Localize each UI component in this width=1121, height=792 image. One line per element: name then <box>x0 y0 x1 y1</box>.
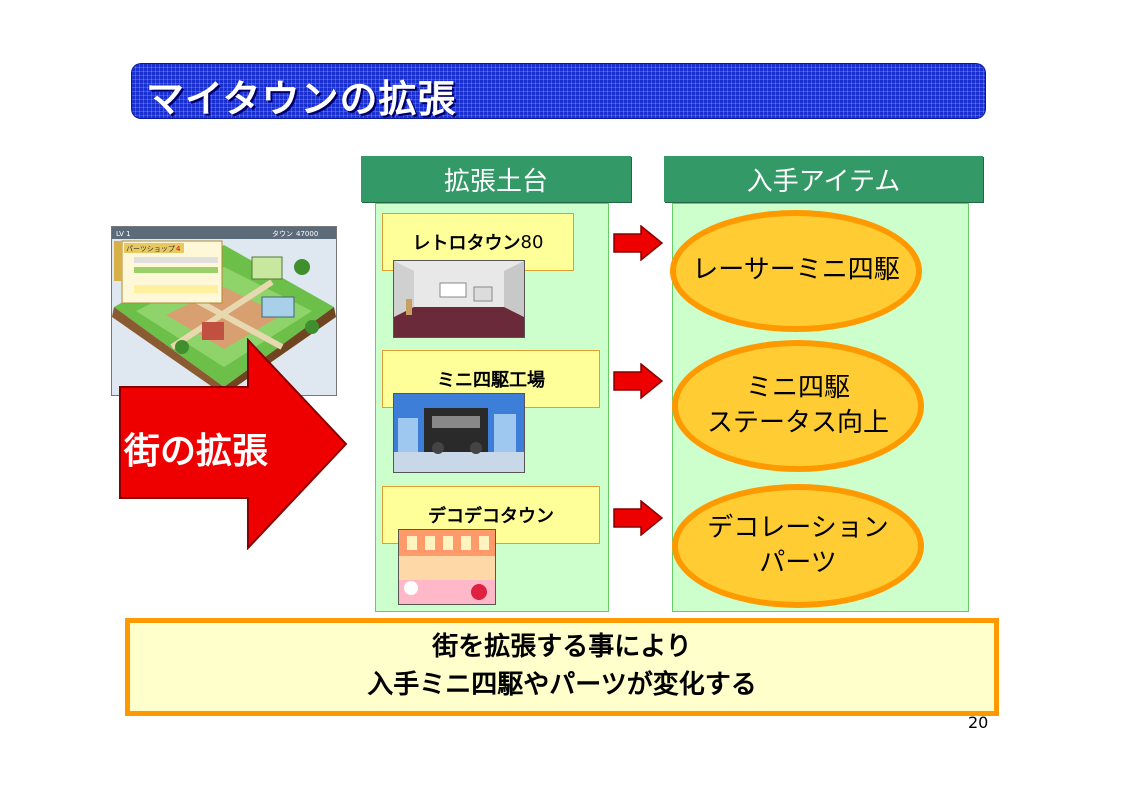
item-text-line2: パーツ <box>759 548 837 578</box>
gold-readout: 47000 <box>296 230 318 238</box>
base-label-text: レトロタウン <box>412 233 521 254</box>
item-text-line1: ミニ四駆 <box>745 372 850 403</box>
shop-level: 4 <box>176 245 181 253</box>
item-oval-decoration: デコレーション パーツ <box>672 484 924 608</box>
item-oval-status-up: ミニ四駆 ステータス向上 <box>672 340 924 472</box>
item-column-header: 入手アイテム <box>664 156 983 202</box>
title-bar <box>131 63 986 119</box>
summary-line-2: 入手ミニ四駆やパーツが変化する <box>367 670 757 700</box>
item-text-line2: ステータス向上 <box>706 408 889 438</box>
expansion-arrow-label: 街の拡張 <box>124 431 269 472</box>
page-number: 20 <box>968 713 989 732</box>
summary-box: 街を拡張する事により 入手ミニ四駆やパーツが変化する <box>125 618 999 716</box>
item-oval-racer: レーサーミニ四駆 <box>670 210 922 332</box>
town-tab: タウン <box>272 229 293 238</box>
base-column-header: 拡張土台 <box>361 156 631 202</box>
item-text-line1: レーサーミニ四駆 <box>692 255 900 286</box>
base-label-suffix: 80 <box>520 231 544 253</box>
slide-title: マイタウンの拡張 <box>146 77 457 121</box>
shop-title: パーツショップ <box>126 245 175 253</box>
item-text-line1: デコレーション <box>707 512 889 543</box>
town-scene-image: LV 1 47000 タウン パーツショップ 4 <box>112 227 336 395</box>
summary-line-1: 街を拡張する事により <box>432 632 692 663</box>
row1-arrow-icon <box>613 225 663 261</box>
base-label-text: デコデコタウン <box>428 506 554 527</box>
retro-town-thumbnail <box>393 260 525 338</box>
factory-thumbnail <box>393 393 525 473</box>
deco-town-thumbnail <box>398 529 496 605</box>
row2-arrow-icon <box>613 363 663 399</box>
expansion-arrow <box>119 338 348 550</box>
town-screenshot: LV 1 47000 タウン パーツショップ 4 <box>111 226 337 396</box>
base-label-text: ミニ四駆工場 <box>437 370 545 391</box>
svg-text:LV 1: LV 1 <box>116 230 131 238</box>
row3-arrow-icon <box>613 500 663 536</box>
